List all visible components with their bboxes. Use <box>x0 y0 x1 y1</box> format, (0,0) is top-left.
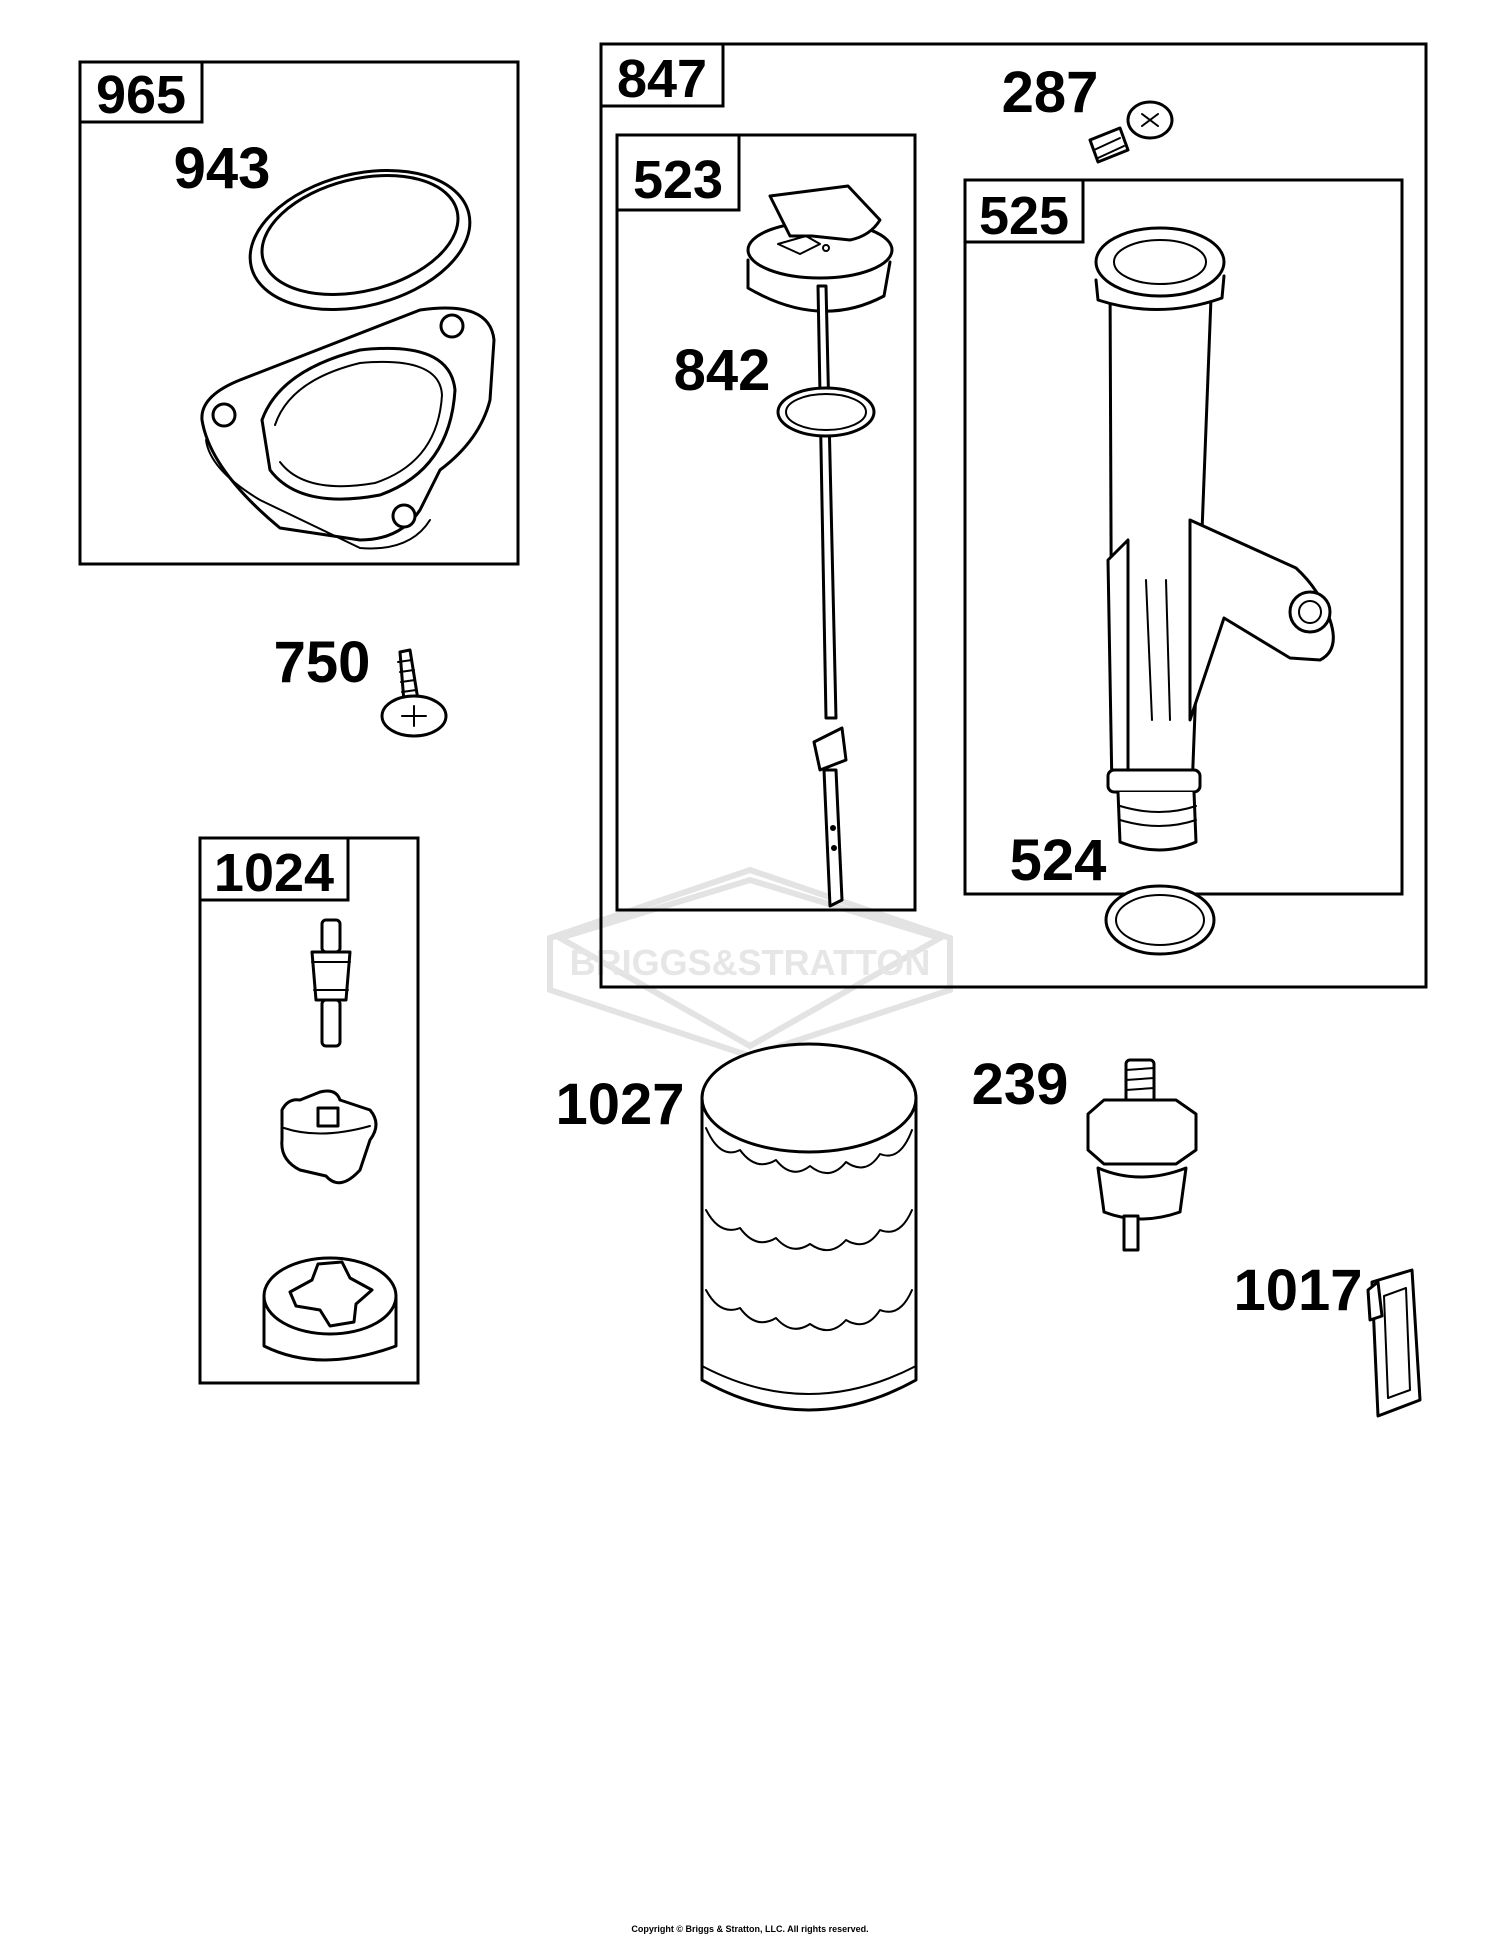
oil-pressure-switch-icon <box>1086 1058 1198 1252</box>
oil-pump-shaft-icon <box>310 918 352 1048</box>
group-965-label: 965 <box>96 65 186 125</box>
screw-750-icon <box>380 648 448 738</box>
group-847-label: 847 <box>617 49 707 109</box>
part-524-label[interactable]: 524 <box>1010 828 1107 893</box>
oil-pump-rotor-icon <box>280 1089 378 1185</box>
group-525[interactable]: 525 <box>963 178 1404 896</box>
group-1024[interactable]: 1024 <box>198 836 420 1385</box>
part-287-label[interactable]: 287 <box>1002 60 1099 125</box>
seal-ring-icon <box>248 168 472 312</box>
part-750-label[interactable]: 750 <box>274 630 371 695</box>
group-847-tag <box>599 42 725 108</box>
group-965-frame <box>78 60 520 566</box>
part-1027-label[interactable]: 1027 <box>555 1072 684 1137</box>
group-965[interactable]: 965 <box>78 60 520 566</box>
group-1024-tag <box>198 836 350 902</box>
o-ring-842-icon <box>776 386 876 438</box>
oil-pump-housing-icon <box>262 1256 398 1362</box>
oil-filter-adapter-icon <box>200 306 496 550</box>
watermark-text: BRIGGS&STRATTON <box>570 942 931 983</box>
group-965-tag <box>78 60 204 124</box>
dipstick-tube-icon <box>1094 226 1335 852</box>
part-842-label[interactable]: 842 <box>674 338 771 403</box>
dipstick-icon <box>812 284 848 908</box>
part-943-label[interactable]: 943 <box>174 136 271 201</box>
group-1024-label: 1024 <box>214 843 334 903</box>
group-523[interactable]: 523 <box>615 133 917 912</box>
screw-287-icon <box>1088 100 1174 164</box>
part-239-label[interactable]: 239 <box>972 1052 1069 1117</box>
clip-icon <box>1366 1268 1422 1418</box>
group-847-frame <box>599 42 1428 989</box>
oil-filter-icon <box>700 1042 918 1412</box>
dipstick-cap-icon <box>746 184 894 313</box>
group-525-tag <box>963 178 1085 244</box>
group-523-label: 523 <box>633 150 723 210</box>
group-525-label: 525 <box>979 186 1069 246</box>
o-ring-524-icon <box>1104 884 1216 956</box>
group-523-tag <box>615 133 741 212</box>
group-523-frame <box>615 133 917 912</box>
briggs-stratton-watermark: BRIGGS&STRATTON <box>547 866 953 1060</box>
copyright-notice: Copyright © Briggs & Stratton, LLC. All … <box>631 1924 868 1934</box>
group-847[interactable]: 847 <box>599 42 1428 989</box>
part-1017-label[interactable]: 1017 <box>1233 1258 1362 1323</box>
